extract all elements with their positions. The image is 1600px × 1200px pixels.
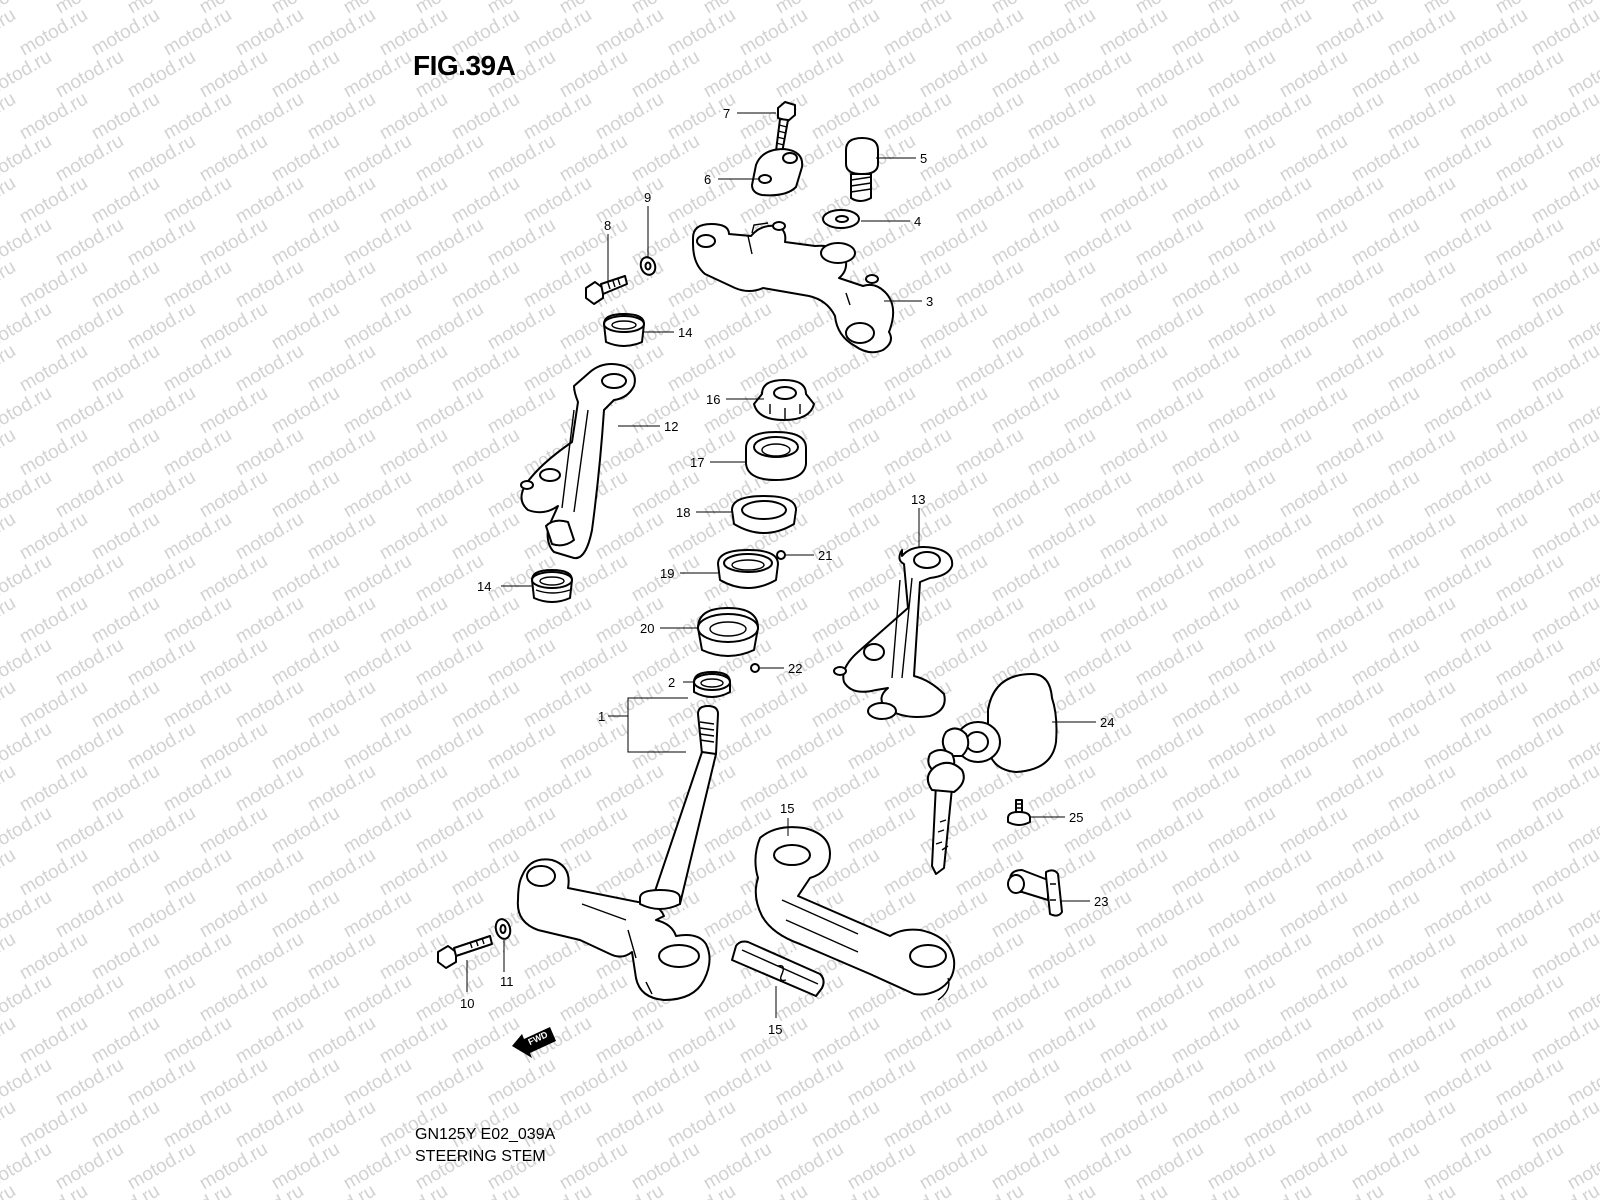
part-19-bearing [731, 495, 797, 534]
callout-2: 2 [668, 675, 675, 690]
part-22-ball [776, 550, 786, 560]
part-21-race [697, 607, 759, 657]
part-14-cushion-lower [531, 569, 573, 603]
callout-19: 18 [676, 505, 690, 520]
footer-name: STEERING STEM [415, 1148, 546, 1165]
callout-labels: 7 6 5 4 3 8 9 14 12 14 16 17 18 19 20 21… [460, 106, 1114, 1037]
part-1-steering-stem [516, 705, 719, 1001]
fwd-arrow: FWD [512, 1027, 556, 1058]
part-23-ball [750, 663, 760, 673]
callout-24: 23 [1094, 894, 1108, 909]
part-4-washer [822, 209, 860, 229]
part-14-cushion-upper [603, 313, 645, 347]
part-18-race [745, 431, 807, 481]
part-13-bracket-right [833, 546, 954, 720]
callout-22: 21 [818, 548, 832, 563]
callout-9: 9 [644, 190, 651, 205]
leader-lines [466, 112, 1096, 1018]
callout-18: 17 [690, 455, 704, 470]
callout-11: 11 [500, 974, 514, 989]
callout-14-lower: 14 [477, 579, 491, 594]
part-5-bolt [845, 137, 879, 202]
part-3-upper-bracket [692, 221, 895, 354]
callout-1: 1 [598, 709, 605, 724]
part-20-race [717, 549, 779, 589]
callout-16: 15 [768, 1022, 782, 1037]
callout-5: 5 [920, 151, 927, 166]
callout-4: 4 [914, 214, 921, 229]
part-17-nut [753, 379, 815, 421]
part-8-bolt [585, 275, 628, 305]
part-24-lock [1007, 869, 1063, 917]
callout-13: 13 [911, 492, 925, 507]
part-9-washer [639, 256, 657, 276]
callout-6: 6 [704, 172, 711, 187]
part-16-emblem [731, 940, 825, 997]
footer-code: GN125Y E02_039A [415, 1126, 556, 1143]
callout-14-upper: 14 [678, 325, 692, 340]
part-11-washer [494, 918, 512, 940]
callout-8: 8 [604, 218, 611, 233]
part-10-bolt [437, 935, 493, 969]
part-2-seal [693, 671, 731, 698]
callout-7: 7 [723, 106, 730, 121]
part-26-screw [1007, 799, 1031, 826]
callout-3: 3 [926, 294, 933, 309]
callout-26: 25 [1069, 810, 1083, 825]
callout-23: 22 [788, 661, 802, 676]
part-12-bracket-left [520, 363, 636, 560]
callout-10: 10 [460, 996, 474, 1011]
callout-12: 12 [664, 419, 678, 434]
part-15-bracket [754, 826, 956, 1001]
callout-25: 24 [1100, 715, 1114, 730]
callout-21: 20 [640, 621, 654, 636]
callout-17: 16 [706, 392, 720, 407]
part-25-ignition-switch [926, 673, 1058, 875]
figure-title: FIG.39A [413, 50, 516, 81]
part-6-holder [751, 148, 804, 197]
callout-20: 19 [660, 566, 674, 581]
part-7-bolt [775, 101, 796, 154]
callout-15: 15 [780, 801, 794, 816]
